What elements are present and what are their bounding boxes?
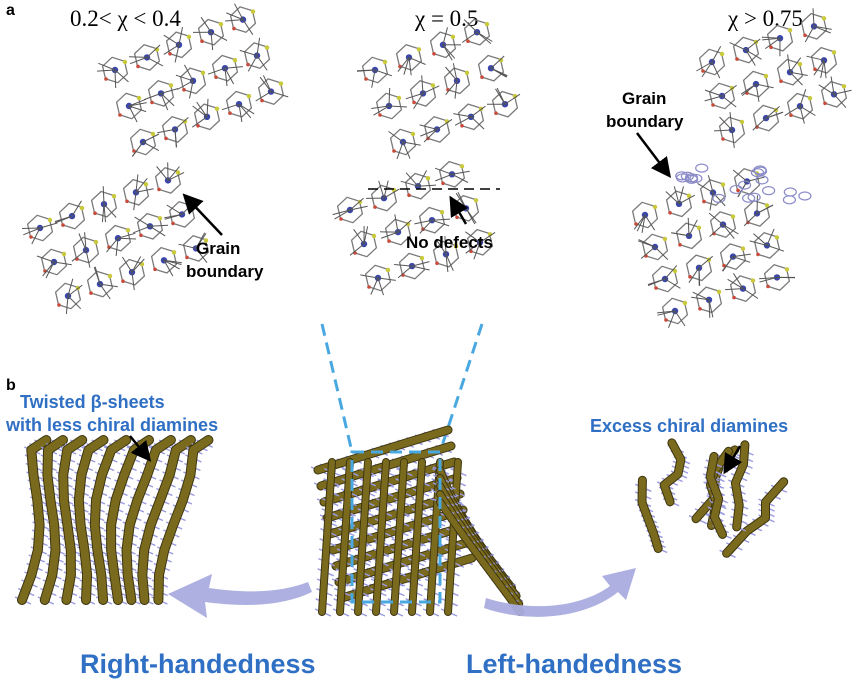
left-lattice-title: 0.2< χ < 0.4 bbox=[70, 6, 181, 31]
arrow-icon bbox=[129, 435, 152, 462]
panel-a-letter: a bbox=[6, 2, 15, 19]
left-handedness-label: Left-handedness bbox=[466, 649, 682, 679]
center-lattice-title: χ = 0.5 bbox=[414, 6, 478, 31]
right-handed-bundle bbox=[14, 435, 214, 605]
left-caption-1: Twisted β-sheets bbox=[20, 392, 165, 412]
right-caption: Excess chiral diamines bbox=[590, 416, 788, 436]
right-grain-label-1: Grain bbox=[622, 89, 666, 108]
right-lattice-bottom bbox=[631, 167, 796, 328]
no-defects-label: No defects bbox=[406, 233, 493, 252]
left-caption-2: with less chiral diamines bbox=[5, 415, 218, 435]
left-lattice-top bbox=[96, 3, 289, 157]
left-lattice-bottom bbox=[21, 162, 210, 314]
zoom-region-box bbox=[350, 450, 442, 604]
fibril-bundles bbox=[14, 425, 789, 617]
center-lattice-bottom bbox=[332, 160, 496, 296]
arrow-icon bbox=[636, 132, 672, 178]
center-lattice-top bbox=[356, 18, 521, 160]
right-handedness-label: Right-handedness bbox=[80, 649, 316, 679]
arrow-icon bbox=[449, 195, 469, 225]
grain-boundary-molecules bbox=[675, 163, 812, 205]
left-grain-label-1: Grain bbox=[196, 239, 240, 258]
curved-arrow-icon bbox=[484, 568, 636, 617]
right-lattice-top bbox=[696, 8, 852, 148]
right-lattice-title: χ > 0.75 bbox=[727, 6, 803, 31]
central-fibril-lattice bbox=[310, 425, 525, 617]
left-grain-label-2: boundary bbox=[186, 262, 264, 281]
arrow-icon bbox=[182, 193, 223, 236]
right-grain-label-2: boundary bbox=[606, 112, 684, 131]
curved-arrow-icon bbox=[168, 574, 312, 618]
zoom-line-right bbox=[438, 323, 484, 453]
panel-b-letter: b bbox=[6, 377, 16, 394]
lattice-structures bbox=[21, 3, 852, 328]
left-handed-bundle bbox=[634, 438, 789, 558]
zoom-line-left bbox=[320, 323, 354, 453]
arrow-icon bbox=[723, 445, 743, 475]
